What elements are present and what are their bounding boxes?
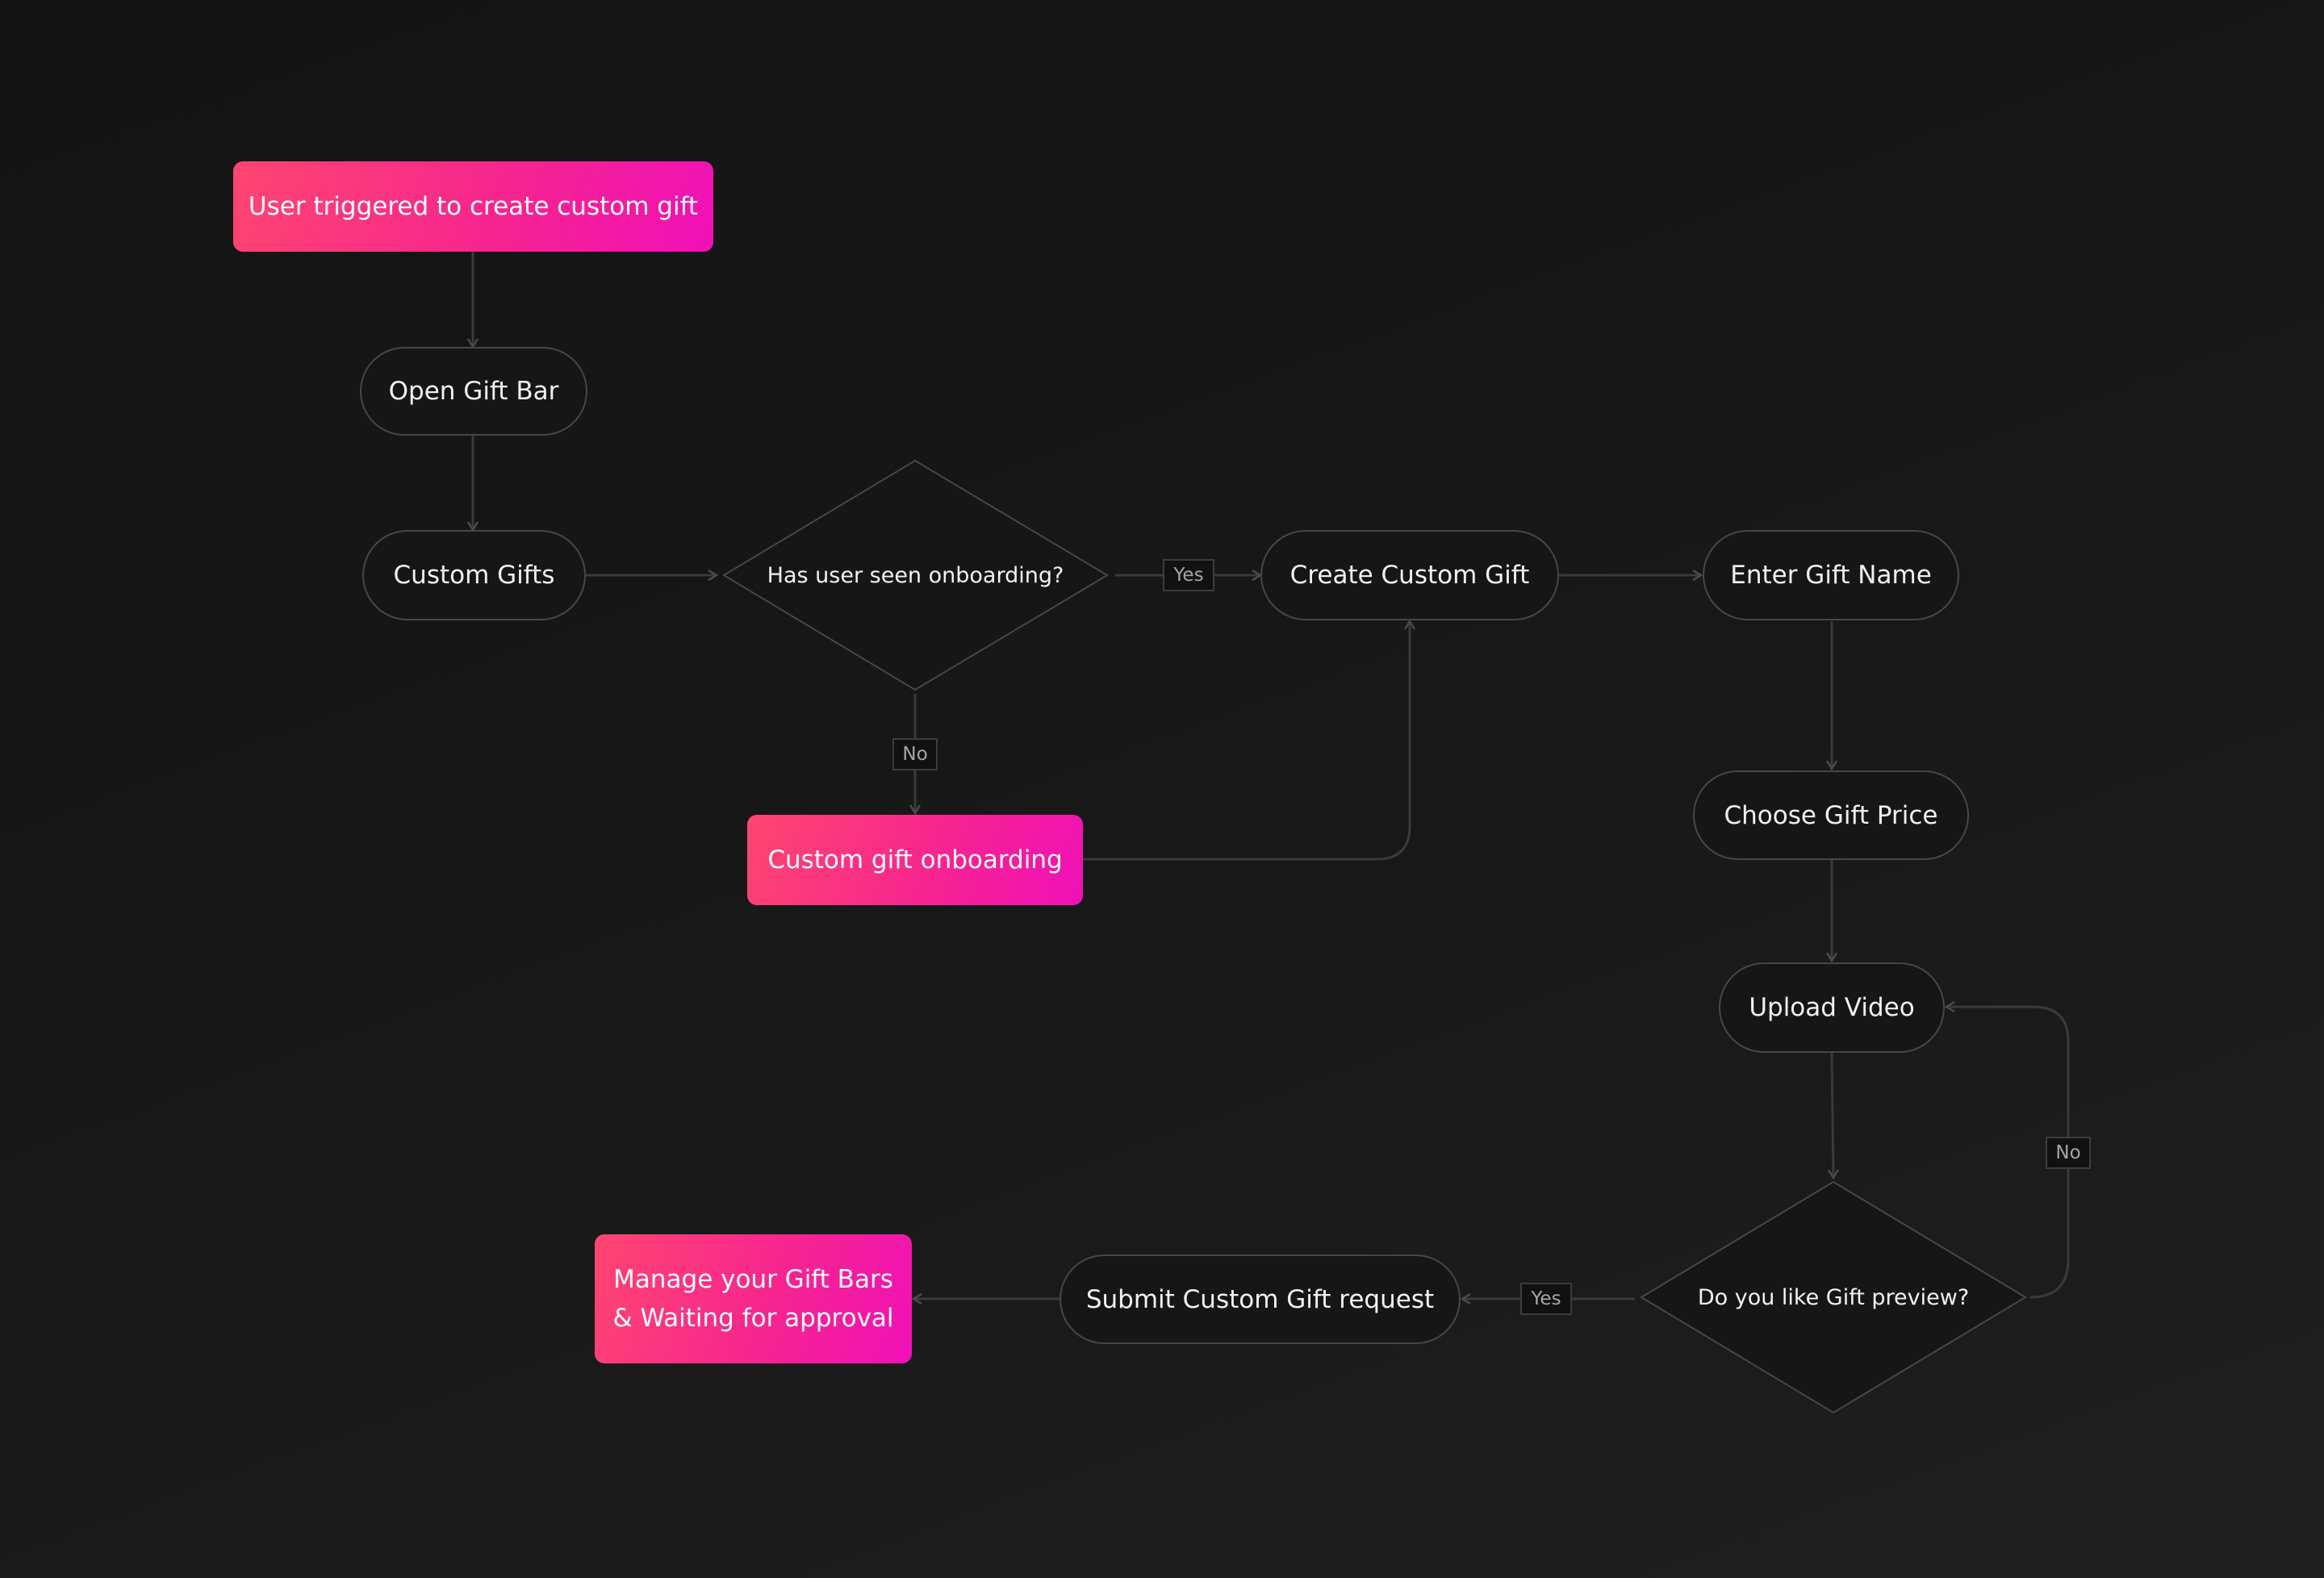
edge-label-onboarding-no: No [892, 738, 938, 770]
decision-preview-label: Do you like Gift preview? [1697, 1284, 1970, 1310]
edge-label-onboarding-yes: Yes [1163, 559, 1214, 591]
decision-onboarding-label: Has user seen onboarding? [767, 562, 1064, 588]
edge-onboarding-to-create [1083, 619, 1416, 861]
edge-upload-to-preview [1827, 1052, 1839, 1180]
open-gift-bar-node[interactable]: Open Gift Bar [360, 347, 587, 436]
custom-gift-onboarding-label: Custom gift onboarding [767, 845, 1063, 875]
open-gift-bar-label: Open Gift Bar [388, 377, 559, 406]
custom-gifts-node[interactable]: Custom Gifts [362, 530, 586, 620]
choose-gift-price-label: Choose Gift Price [1724, 800, 1938, 830]
create-custom-gift-label: Create Custom Gift [1289, 561, 1530, 590]
edge-label-preview-no: No [2046, 1137, 2091, 1169]
edge-label-preview-yes: Yes [1520, 1283, 1572, 1315]
enter-gift-name-label: Enter Gift Name [1730, 561, 1932, 590]
edge-label-preview-yes-text: Yes [1531, 1288, 1561, 1309]
decision-onboarding-node[interactable]: Has user seen onboarding? [724, 551, 1107, 599]
custom-gifts-label: Custom Gifts [393, 561, 555, 590]
edge-label-onboarding-no-text: No [902, 744, 928, 765]
enter-gift-name-node[interactable]: Enter Gift Name [1703, 530, 1959, 620]
decision-preview-node[interactable]: Do you like Gift preview? [1641, 1273, 2025, 1321]
edge-label-preview-no-text: No [2055, 1142, 2081, 1163]
upload-video-node[interactable]: Upload Video [1719, 962, 1945, 1053]
choose-gift-price-node[interactable]: Choose Gift Price [1693, 770, 1969, 860]
submit-request-label: Submit Custom Gift request [1085, 1284, 1435, 1314]
start-node-label: User triggered to create custom gift [248, 192, 699, 221]
start-node[interactable]: User triggered to create custom gift [233, 161, 713, 252]
submit-request-node[interactable]: Submit Custom Gift request [1060, 1254, 1461, 1344]
custom-gift-onboarding-node[interactable]: Custom gift onboarding [747, 815, 1083, 905]
edge-label-onboarding-yes-text: Yes [1173, 565, 1204, 586]
manage-gift-bars-label: Manage your Gift Bars & Waiting for appr… [612, 1265, 894, 1333]
upload-video-label: Upload Video [1749, 993, 1915, 1022]
decision-preview-shape [1640, 1180, 2027, 1414]
decision-onboarding-shape [722, 459, 1109, 691]
manage-gift-bars-node[interactable]: Manage your Gift Bars & Waiting for appr… [595, 1234, 912, 1363]
create-custom-gift-node[interactable]: Create Custom Gift [1260, 530, 1559, 620]
